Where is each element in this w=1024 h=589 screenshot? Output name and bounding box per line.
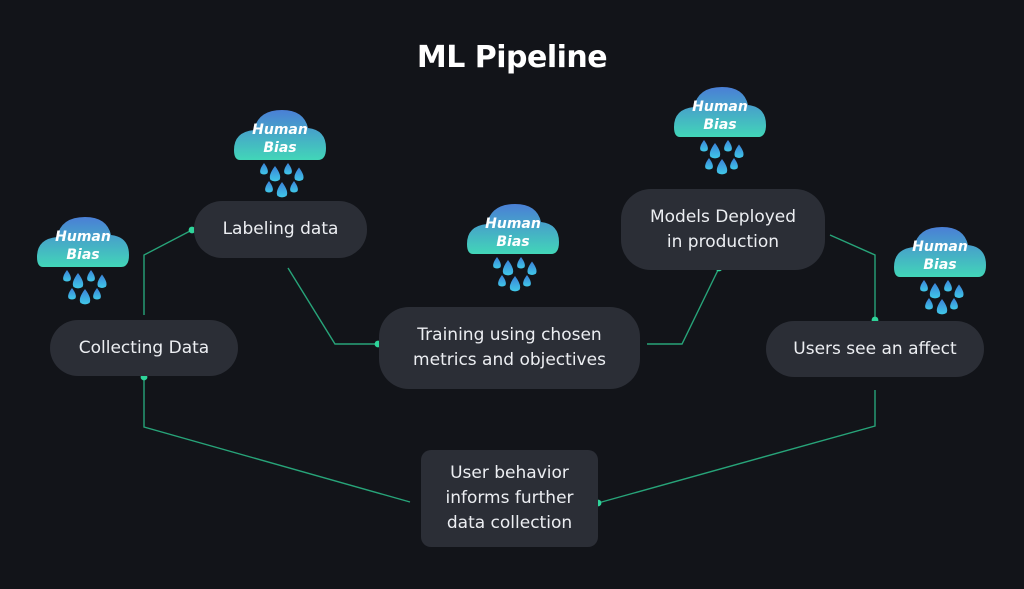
node-feedback: User behavior informs further data colle… [421,450,598,547]
raindrop-icon [716,159,728,175]
raindrop-icon [68,288,76,300]
connector-training-to-deployed [647,267,720,345]
cloud-label: Bias [263,140,296,156]
raindrop-icon [705,158,713,170]
raindrop-icon [260,163,268,175]
raindrop-icon [700,140,708,152]
node-users-see-affect: Users see an affect [766,321,984,377]
node-label: Models Deployed in production [649,206,797,252]
connector-users-to-feedback [597,390,876,504]
node-label: Training using chosen metrics and object… [413,325,606,370]
cloud-label: Bias [923,257,956,273]
raindrop-icon [276,182,288,198]
raindrop-icon [517,257,525,269]
raindrop-icon [93,288,101,300]
node-labeling-data: Labeling data [194,201,367,258]
node-models-deployed: Models Deployed in production [621,189,825,270]
node-label: Users see an affect [793,338,957,359]
connector-dot [188,226,196,234]
raindrop-icon [709,143,721,159]
raindrop-icon [730,158,738,170]
raindrop-icon [925,298,933,310]
cloud-label: Human [485,216,541,232]
raindrop-icon [493,257,501,269]
raindrop-icon [944,280,952,292]
raindrop-icon [87,270,95,282]
node-label: Labeling data [222,219,339,239]
node-collecting-data: Collecting Data [50,320,238,376]
connector-labeling-to-training [287,267,378,345]
raindrop-icon [954,284,964,298]
raindrop-icon [509,276,521,292]
raindrop-icon [294,167,304,181]
connector-deployed-to-users [829,234,876,320]
raindrop-icon [502,260,514,276]
raindrop-icon [265,181,273,193]
raindrop-icon [724,140,732,152]
raindrop-icon [734,144,744,158]
cloud-label: Bias [66,247,99,263]
raindrop-icon [523,275,531,287]
raindrop-icon [920,280,928,292]
raindrop-icon [527,261,537,275]
raindrop-icon [63,270,71,282]
raindrop-icon [950,298,958,310]
cloud-label: Human [692,99,748,115]
cloud-label: Bias [496,234,529,250]
raindrop-icon [97,274,107,288]
raindrop-icon [79,289,91,305]
node-training: Training using chosen metrics and object… [379,307,640,389]
raindrop-icon [936,299,948,315]
raindrop-icon [290,181,298,193]
node-label: User behavior informs further data colle… [445,463,574,533]
raindrop-icon [498,275,506,287]
raindrop-icon [929,283,941,299]
connector-collecting-to-feedback [143,377,411,503]
cloud-label: Human [912,239,968,255]
raindrop-icon [269,166,281,182]
cloud-label: Bias [703,117,736,133]
raindrop-icon [72,273,84,289]
node-label: Collecting Data [78,337,210,358]
page-title: ML Pipeline [416,40,608,75]
connector-collecting-to-labeling [143,229,193,315]
cloud-label: Human [252,122,308,138]
cloud-label: Human [55,229,111,245]
raindrop-icon [284,163,292,175]
